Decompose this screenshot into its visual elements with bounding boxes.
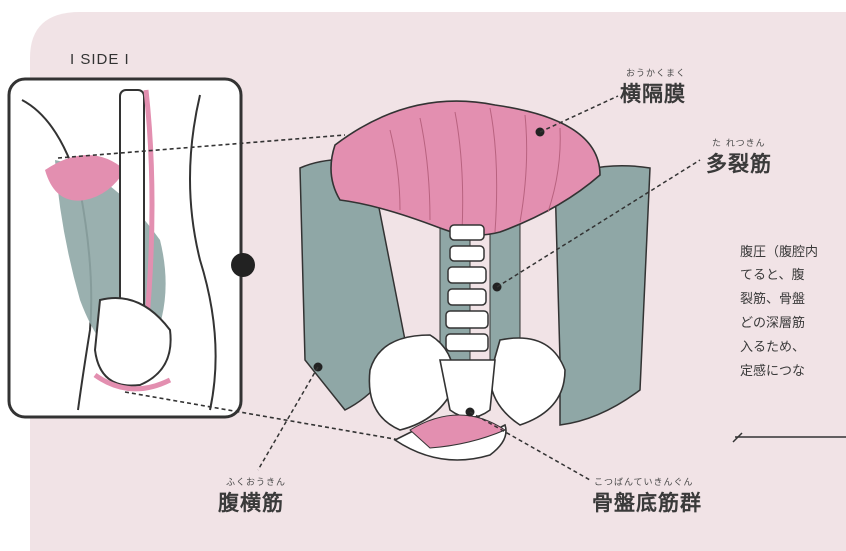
side-view-inset: [9, 79, 241, 417]
transversus-label: 腹横筋: [218, 487, 284, 517]
inset-tab: [231, 253, 255, 277]
inset-spine: [120, 90, 144, 330]
multifidus-label: 多裂筋: [706, 148, 772, 178]
pelvic-floor-label: 骨盤底筋群: [592, 487, 702, 517]
body-text-line-1: 腹圧（腹腔内: [740, 241, 818, 260]
gray-wrap-right: [555, 166, 650, 425]
body-text-line-5: 入るため、: [740, 336, 805, 355]
body-text-line-3: 裂筋、骨盤: [740, 288, 805, 307]
body-text-line-6: 定感につな: [740, 360, 805, 379]
diaphragm-label: 横隔膜: [620, 78, 686, 108]
side-view-label: I SIDE I: [70, 51, 130, 68]
body-text-line-2: てると、腹: [740, 264, 804, 283]
body-text-line-4: どの深層筋: [740, 312, 805, 331]
